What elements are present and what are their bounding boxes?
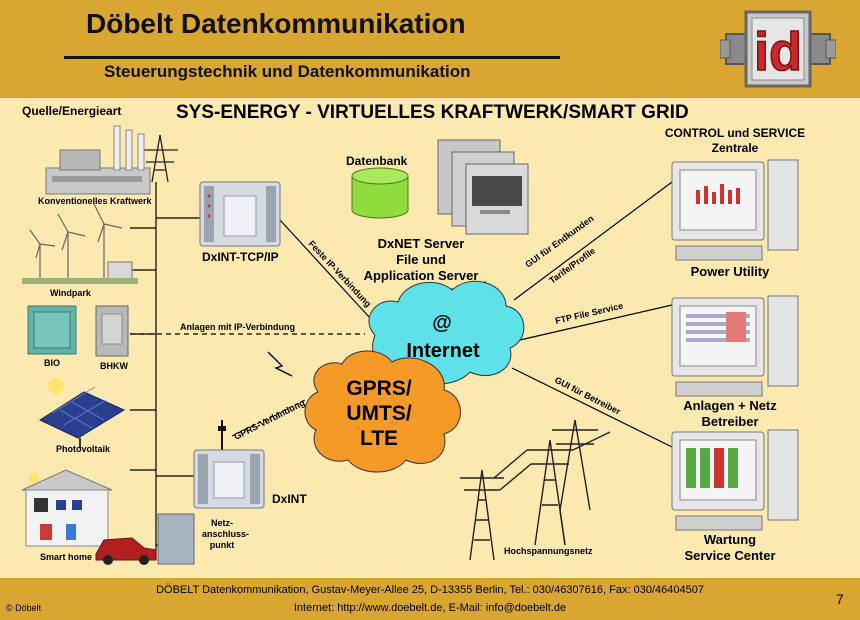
database-icon <box>351 167 409 219</box>
header-divider <box>64 56 560 59</box>
label-control-center: CONTROL und SERVICE Zentrale <box>664 126 806 155</box>
smart-home-icon <box>21 469 113 547</box>
logo-letters: id <box>754 22 802 82</box>
footer-address: DÖBELT Datenkommunikation, Gustav-Meyer-… <box>156 584 704 596</box>
sources-heading: Quelle/Energieart <box>22 104 122 118</box>
server-stack-icon <box>437 139 529 235</box>
link-label-ftp: FTP File Service <box>554 301 624 326</box>
label-database: Datenbank <box>346 154 408 168</box>
label-wartung: Wartung Service Center <box>684 532 776 563</box>
label-smart-home: Smart home <box>40 552 93 562</box>
label-photovoltaik: Photovoltaik <box>56 444 111 454</box>
gprs-cloud <box>304 350 461 473</box>
power-plant-icon <box>45 125 151 195</box>
high-voltage-pylons-icon <box>460 419 611 561</box>
footer-contact: Internet: http://www.doebelt.de, E-Mail:… <box>293 602 567 614</box>
solar-panel-icon <box>38 378 126 448</box>
label-dxnet-server: DxNET Server File und Application Server <box>363 236 479 283</box>
label-hochspannungsnetz: Hochspannungsnetz <box>504 546 593 556</box>
internet-label: Internet <box>406 340 480 362</box>
doebelt-logo: id <box>720 10 836 88</box>
gprs-label: GPRS/ UMTS/ LTE <box>346 377 412 450</box>
label-dxint-tcp: DxINT-TCP/IP <box>202 250 279 264</box>
label-anlagen-ip: Anlagen mit IP-Verbindung <box>180 322 296 332</box>
label-netzanschlusspunkt: Netz- anschluss- punkt <box>202 518 250 550</box>
dxint-tcp-device <box>199 181 281 247</box>
footer-band: DÖBELT Datenkommunikation, Gustav-Meyer-… <box>0 578 860 620</box>
bhkw-unit-icon <box>95 305 129 357</box>
header-title: Döbelt Datenkommunikation <box>86 8 466 39</box>
footer-copyright: © Döbelt <box>6 603 42 613</box>
label-dxint: DxINT <box>272 492 307 506</box>
cabinet-icon <box>157 513 195 565</box>
workstation-service-center-icon <box>671 429 799 531</box>
label-conventional-plant: Konventionelles Kraftwerk <box>38 196 152 206</box>
label-bio: BIO <box>44 358 61 368</box>
header-band: Döbelt Datenkommunikation Steuerungstech… <box>0 0 860 98</box>
link-label-gprs: GPRS-Verbindung <box>232 397 306 441</box>
radio-link-icon <box>267 351 293 377</box>
internet-at-sign: @ <box>432 312 452 334</box>
link-label-tarife: Tarife/Profile <box>547 246 597 286</box>
wind-turbines-icon <box>22 203 138 284</box>
link-label-gui-betreiber: GUI für Betreiber <box>553 375 623 417</box>
workstation-power-utility-icon <box>671 159 799 261</box>
diagram-title: SYS-ENERGY - VIRTUELLES KRAFTWERK/SMART … <box>176 102 689 123</box>
page-number: 7 <box>836 591 844 607</box>
diagram-canvas: Feste IP-Verbindung GPRS-Verbindung GUI … <box>21 125 799 565</box>
dxint-device <box>193 420 265 509</box>
workstation-operator-icon <box>671 295 799 397</box>
label-anlagen-netz: Anlagen + Netz Betreiber <box>683 398 777 429</box>
pylon-icon <box>142 134 178 183</box>
bio-unit-icon <box>27 305 77 355</box>
electric-car-icon <box>95 537 157 565</box>
label-bhkw: BHKW <box>100 361 128 371</box>
label-windpark: Windpark <box>50 288 91 298</box>
label-power-utility: Power Utility <box>690 264 770 279</box>
header-subtitle: Steuerungstechnik und Datenkommunikation <box>104 62 471 81</box>
